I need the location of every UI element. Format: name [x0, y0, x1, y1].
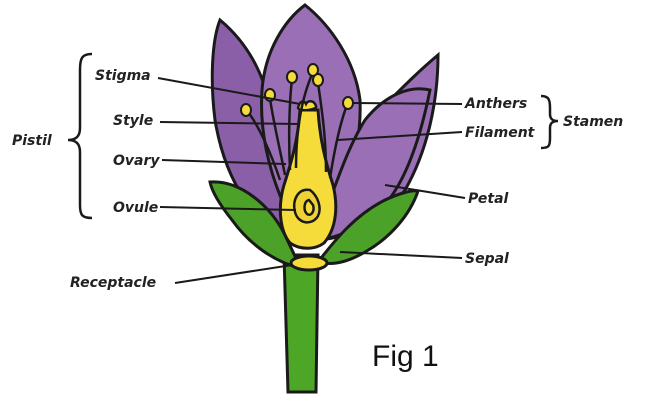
label-petal: Petal	[468, 191, 509, 207]
filament-2	[287, 79, 294, 171]
label-filament: Filament	[465, 125, 536, 141]
ovule	[293, 188, 321, 224]
label-receptacle: Receptacle	[70, 275, 156, 291]
filament-1	[268, 97, 287, 176]
filament-4	[316, 81, 328, 173]
pistil-bracket	[67, 52, 93, 220]
anther-2	[286, 70, 298, 84]
anther-3	[307, 63, 319, 77]
stem	[282, 253, 320, 394]
filament-6	[247, 111, 282, 181]
leader-anthers	[351, 102, 463, 105]
label-anthers: Anthers	[464, 96, 527, 112]
label-stamen: Stamen	[563, 114, 623, 130]
anther-6	[240, 103, 252, 117]
anthers	[240, 63, 354, 117]
anther-5	[342, 96, 354, 110]
label-pistil: Pistil	[12, 133, 52, 149]
leader-filament	[337, 131, 463, 141]
label-style: Style	[113, 113, 153, 129]
leader-stigma	[157, 77, 301, 105]
label-sepal: Sepal	[465, 251, 509, 267]
label-ovule: Ovule	[113, 200, 158, 216]
leader-ovary	[161, 159, 287, 165]
filament-3	[294, 71, 315, 169]
leader-petal	[384, 184, 466, 199]
leader-style	[159, 121, 299, 125]
anther-4	[312, 73, 324, 87]
leader-ovule	[159, 206, 297, 211]
leader-receptacle	[174, 264, 293, 284]
label-ovary: Ovary	[113, 153, 160, 169]
label-stigma: Stigma	[95, 68, 151, 84]
stamens	[247, 71, 349, 181]
leader-sepal	[339, 251, 463, 259]
stamen-bracket	[540, 94, 559, 150]
receptacle	[289, 254, 329, 272]
leader-lines	[157, 77, 466, 284]
figure-caption: Fig 1	[372, 340, 439, 373]
